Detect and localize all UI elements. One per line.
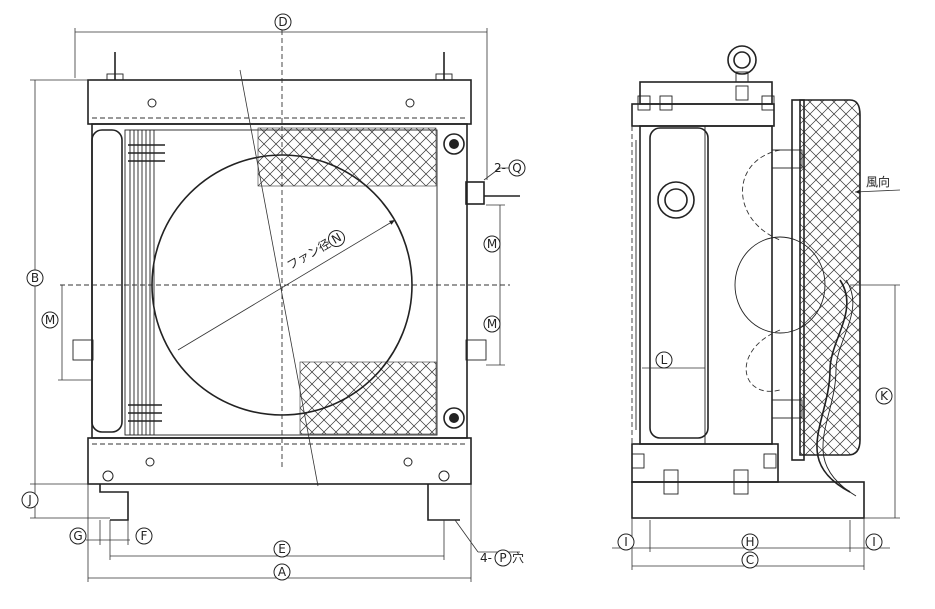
bolt-hole xyxy=(145,457,155,467)
svg-text:M: M xyxy=(45,313,55,327)
cooling-fins xyxy=(128,130,165,435)
svg-text:2-: 2- xyxy=(494,161,506,175)
svg-text:P: P xyxy=(499,551,506,565)
label-L: L xyxy=(655,351,673,369)
cable xyxy=(816,279,851,493)
label-D: D xyxy=(274,13,292,31)
base-plate xyxy=(631,443,779,483)
svg-text:K: K xyxy=(880,389,889,403)
front-view xyxy=(30,28,525,582)
bolt-hole xyxy=(405,98,415,108)
svg-text:ファン径: ファン径 xyxy=(285,236,334,272)
svg-text:E: E xyxy=(278,542,286,556)
fan-guard xyxy=(799,99,861,456)
bolt-hole xyxy=(403,457,413,467)
label-M-right-bottom: M xyxy=(483,315,501,333)
mesh-top xyxy=(257,127,437,187)
inlet-port xyxy=(657,181,695,219)
label-airflow: 風向 xyxy=(866,174,890,189)
bottom-bracket xyxy=(87,437,472,485)
svg-text:H: H xyxy=(745,535,754,549)
svg-text:M: M xyxy=(487,317,497,331)
label-fan-diameter: ファン径 N xyxy=(285,230,345,273)
svg-text:B: B xyxy=(31,271,39,285)
foot-left xyxy=(99,484,129,521)
side-port xyxy=(465,181,485,205)
tank xyxy=(649,127,709,439)
svg-text:M: M xyxy=(487,237,497,251)
label-G: G xyxy=(69,527,87,545)
lifting-stud-left xyxy=(106,52,124,81)
foot-right xyxy=(427,484,460,521)
side-body xyxy=(639,125,773,445)
label-F: F xyxy=(135,527,153,545)
drain-plug-bottom xyxy=(443,407,465,429)
svg-text:I: I xyxy=(624,535,628,549)
svg-text:D: D xyxy=(278,15,287,29)
label-2-Q: 2- Q xyxy=(494,159,526,177)
svg-text:G: G xyxy=(73,529,82,543)
svg-text:C: C xyxy=(746,553,754,567)
label-4-P-holes: 4- P 穴 xyxy=(480,549,524,567)
svg-text:F: F xyxy=(141,529,148,543)
label-I-left: I xyxy=(617,533,635,551)
svg-text:A: A xyxy=(278,565,287,579)
lifting-eye xyxy=(727,45,757,75)
svg-text:4-: 4- xyxy=(480,551,492,565)
label-C: C xyxy=(741,551,759,569)
svg-text:J: J xyxy=(27,493,32,507)
svg-text:Q: Q xyxy=(512,161,521,175)
bolt-hole xyxy=(147,98,157,108)
drain-plug-top xyxy=(443,133,465,155)
svg-text:I: I xyxy=(872,535,876,549)
label-A: A xyxy=(273,563,291,581)
label-E: E xyxy=(273,540,291,558)
label-H: H xyxy=(741,533,759,551)
side-view xyxy=(612,45,901,570)
svg-text:風向: 風向 xyxy=(866,174,890,189)
label-I-right: I xyxy=(865,533,883,551)
label-M-right-top: M xyxy=(483,235,501,253)
svg-text:L: L xyxy=(661,353,668,367)
side-header xyxy=(91,129,123,433)
label-M-left: M xyxy=(41,311,59,329)
lifting-stud-right xyxy=(435,52,453,81)
svg-text:穴: 穴 xyxy=(512,550,524,565)
label-J: J xyxy=(21,491,39,509)
label-K: K xyxy=(875,387,893,405)
label-B: B xyxy=(26,269,44,287)
airflow-arrow xyxy=(854,189,901,195)
mesh-bottom xyxy=(299,361,437,435)
